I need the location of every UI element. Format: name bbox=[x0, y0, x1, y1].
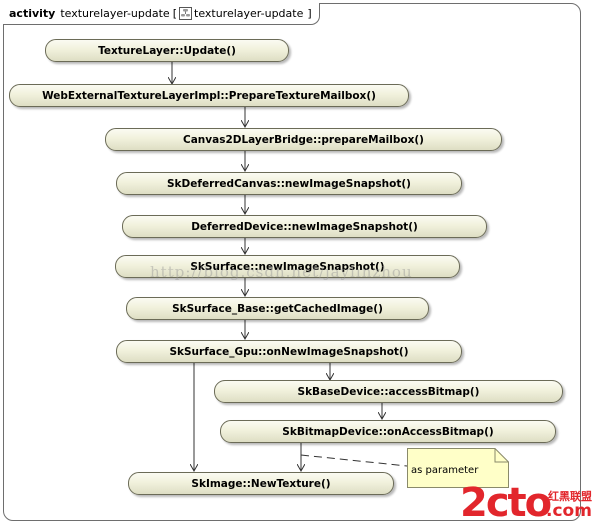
watermark-url: http://blog.csdn.net/jaylinzhou bbox=[150, 263, 413, 281]
node-new-texture: SkImage::NewTexture() bbox=[128, 472, 394, 495]
node-prepare-texture-mailbox: WebExternalTextureLayerImpl::PrepareText… bbox=[9, 84, 409, 107]
frame-close-bracket: ] bbox=[307, 7, 312, 20]
node-textureLayer-update: TextureLayer::Update() bbox=[45, 39, 289, 62]
node-deferred-canvas-snapshot: SkDeferredCanvas::newImageSnapshot() bbox=[116, 172, 462, 195]
frame-keyword: activity bbox=[9, 7, 56, 20]
note-anchor-line bbox=[300, 454, 408, 467]
node-get-cached-image: SkSurface_Base::getCachedImage() bbox=[126, 297, 429, 320]
node-gpu-snapshot: SkSurface_Gpu::onNewImageSnapshot() bbox=[116, 340, 462, 363]
frame-title-tab: activity texturelayer-update [ texturela… bbox=[3, 3, 320, 25]
logo-chinese: 红黑联盟 bbox=[548, 490, 592, 503]
frame-name: texturelayer-update bbox=[60, 7, 170, 20]
node-sksurface-snapshot: SkSurface::newImageSnapshot() bbox=[115, 255, 460, 278]
logo-com: .com bbox=[546, 501, 592, 521]
frame-open-bracket: [ bbox=[172, 7, 177, 20]
node-access-bitmap: SkBaseDevice::accessBitmap() bbox=[214, 380, 563, 403]
node-on-access-bitmap: SkBitmapDevice::onAccessBitmap() bbox=[220, 420, 556, 443]
note-shape bbox=[407, 448, 509, 488]
note-text: as parameter bbox=[411, 465, 479, 476]
frame-ref-name: texturelayer-update bbox=[194, 7, 304, 20]
node-prepare-mailbox: Canvas2DLayerBridge::prepareMailbox() bbox=[105, 128, 502, 151]
logo-number: 2cto bbox=[460, 480, 552, 526]
node-deferred-device-snapshot: DeferredDevice::newImageSnapshot() bbox=[122, 215, 487, 238]
site-logo: 2cto 红黑联盟 .com bbox=[460, 480, 594, 528]
activity-diagram-icon bbox=[179, 7, 192, 20]
